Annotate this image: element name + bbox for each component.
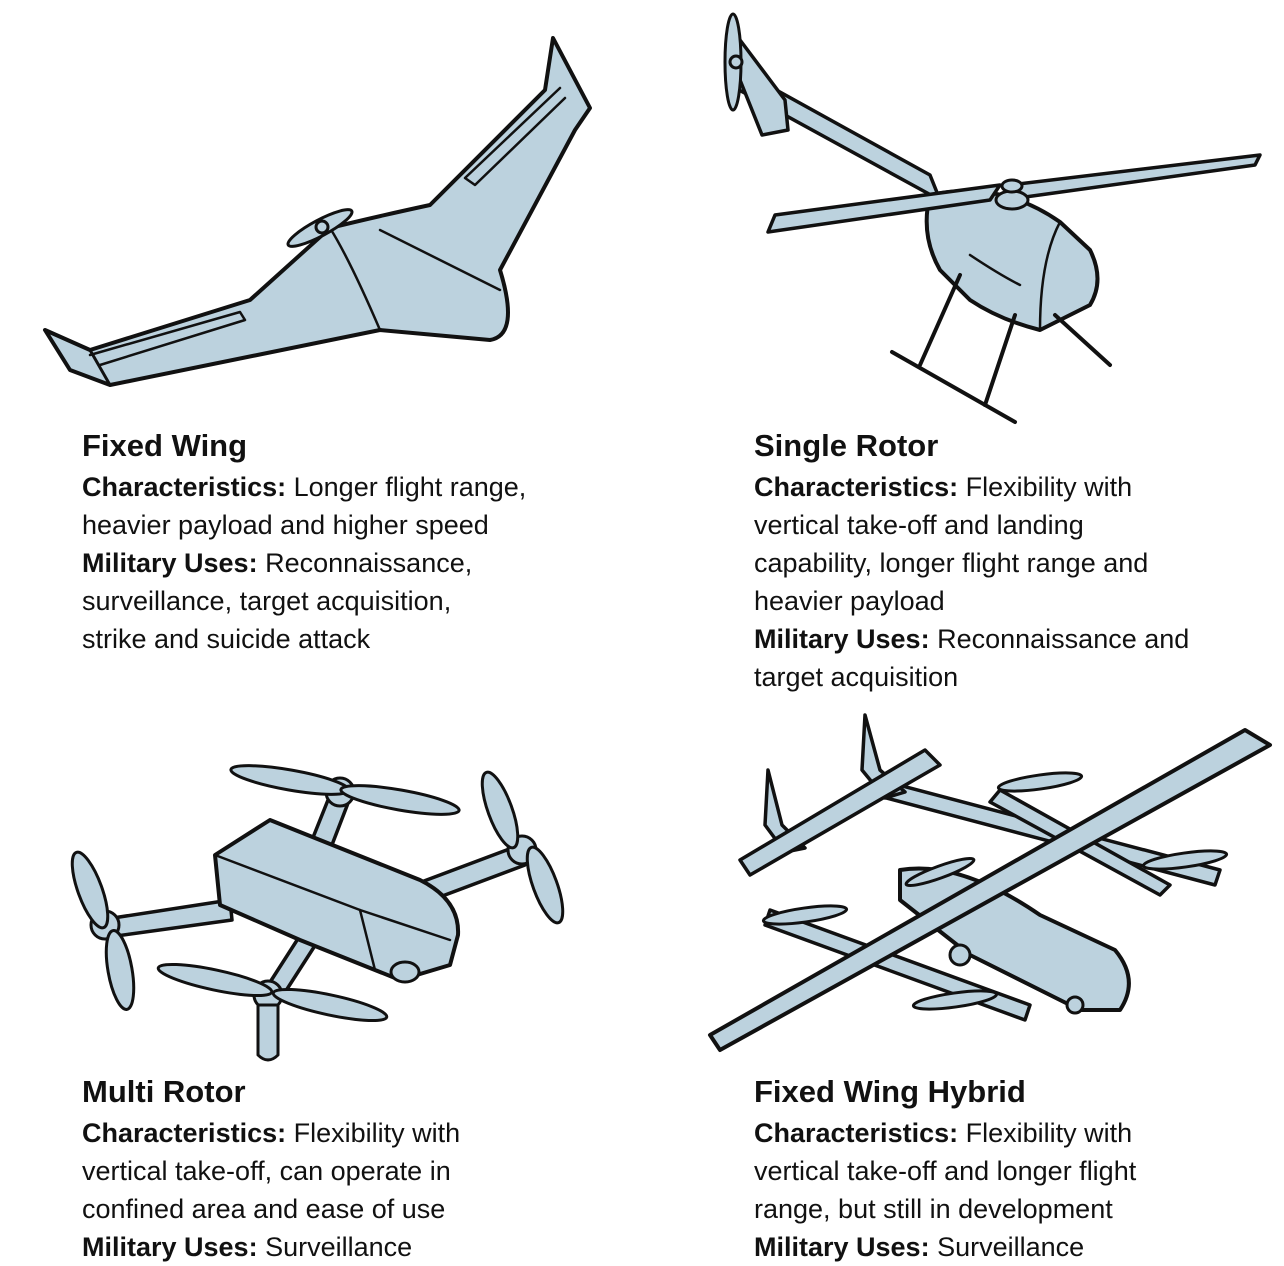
single-rotor-drone-icon <box>700 0 1284 430</box>
drone-characteristics: Characteristics: Flexibility with vertic… <box>754 468 1194 620</box>
characteristics-label: Characteristics: <box>754 1118 959 1148</box>
military-uses-text: Surveillance <box>265 1232 413 1262</box>
multi-rotor-drone-icon <box>40 740 600 1070</box>
drone-card-single-rotor: Single Rotor Characteristics: Flexibilit… <box>754 428 1274 696</box>
military-uses-label: Military Uses: <box>82 1232 258 1262</box>
characteristics-text: Flexibility with vertical take-off, can … <box>82 1118 461 1224</box>
drone-military-uses: Military Uses: Reconnaissance, surveilla… <box>82 544 502 658</box>
characteristics-text: Longer flight range, heavier payload and… <box>82 472 527 540</box>
drone-military-uses: Military Uses: Surveillance <box>754 1228 1234 1266</box>
drone-military-uses: Military Uses: Reconnaissance and target… <box>754 620 1224 696</box>
military-uses-text: Reconnaissance, surveillance, target acq… <box>82 548 473 654</box>
drone-card-multi-rotor: Multi Rotor Characteristics: Flexibility… <box>82 1074 602 1266</box>
drone-card-fixed-wing-hybrid: Fixed Wing Hybrid Characteristics: Flexi… <box>754 1074 1274 1266</box>
characteristics-label: Characteristics: <box>754 472 959 502</box>
drone-title: Single Rotor <box>754 428 939 463</box>
characteristics-label: Characteristics: <box>82 1118 287 1148</box>
military-uses-text: Surveillance <box>937 1232 1085 1262</box>
drone-title: Multi Rotor <box>82 1074 246 1109</box>
drone-characteristics: Characteristics: Flexibility with vertic… <box>82 1114 502 1228</box>
drone-card-fixed-wing: Fixed Wing Characteristics: Longer fligh… <box>82 428 602 658</box>
military-uses-label: Military Uses: <box>754 1232 930 1262</box>
drone-title: Fixed Wing Hybrid <box>754 1074 1026 1109</box>
characteristics-text: Flexibility with vertical take-off and l… <box>754 1118 1137 1224</box>
drone-characteristics: Characteristics: Longer flight range, he… <box>82 468 562 544</box>
drone-characteristics: Characteristics: Flexibility with vertic… <box>754 1114 1194 1228</box>
military-uses-label: Military Uses: <box>82 548 258 578</box>
characteristics-text: Flexibility with vertical take-off and l… <box>754 472 1149 616</box>
drone-title: Fixed Wing <box>82 428 248 463</box>
military-uses-label: Military Uses: <box>754 624 930 654</box>
drone-military-uses: Military Uses: Surveillance <box>82 1228 562 1266</box>
fixed-wing-hybrid-drone-icon <box>700 710 1284 1070</box>
fixed-wing-drone-icon <box>0 0 640 400</box>
characteristics-label: Characteristics: <box>82 472 287 502</box>
military-uses-text: Reconnaissance and target acquisition <box>754 624 1190 692</box>
